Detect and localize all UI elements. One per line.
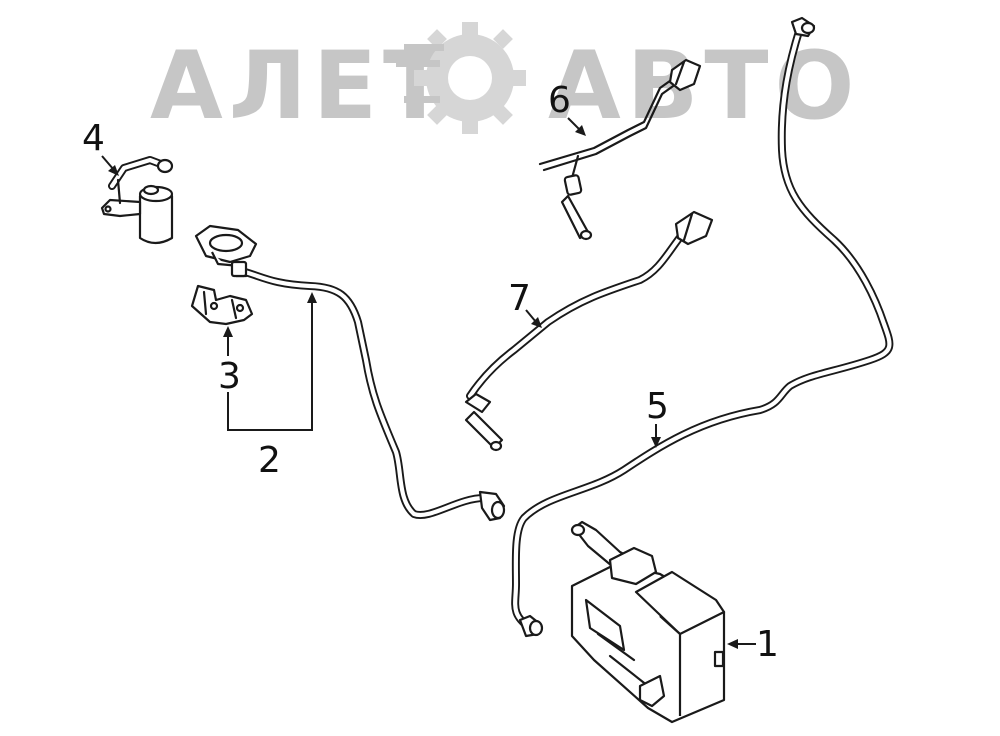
callout-1: 1 [756,624,779,665]
callout-5: 5 [646,386,669,427]
part-6-oxygen-sensor [538,58,702,241]
part-3-bracket [190,284,254,326]
callout-2: 2 [258,440,281,481]
part-7-oxygen-sensor [464,210,714,452]
callout-numbers: 1 2 3 4 5 6 7 [82,80,779,665]
watermark-gear-icon [396,22,526,134]
callout-3: 3 [218,356,241,397]
callout-6: 6 [548,80,571,121]
part-1-charcoal-canister [570,520,726,724]
part-5-fuel-tube [511,16,894,638]
callout-leaders [101,117,756,649]
callout-4: 4 [82,118,105,159]
callout-7: 7 [508,278,531,319]
watermark: АЛЕТ АВТО [150,22,860,141]
part-2-sensor-and-tube [194,224,506,522]
part-4-canister-assembly [100,156,174,245]
watermark-right-text: АВТО [548,32,860,141]
watermark-left-text: АЛЕТ [150,32,453,141]
